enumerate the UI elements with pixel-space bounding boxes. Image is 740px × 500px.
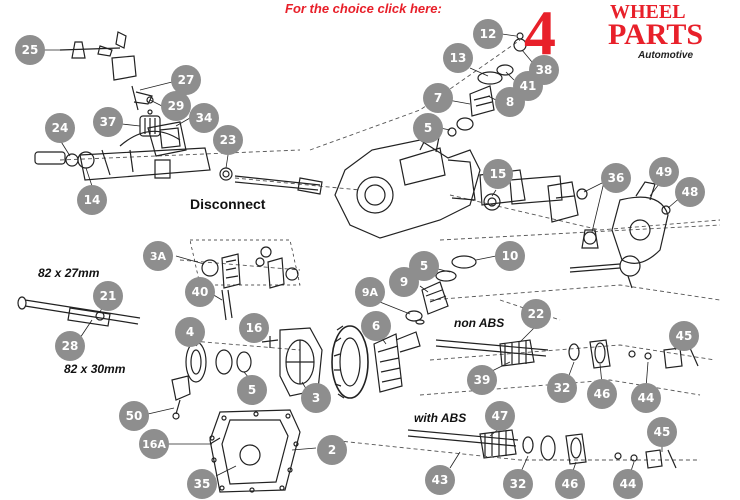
part-callout[interactable]: 39 — [467, 365, 497, 395]
part-callout[interactable]: 21 — [93, 281, 123, 311]
non-abs-label: non ABS — [454, 316, 505, 330]
logo-word-automotive: Automotive — [637, 50, 693, 61]
part-callout[interactable]: 35 — [187, 469, 217, 499]
part-callout[interactable]: 45 — [647, 417, 677, 447]
part-callout[interactable]: 25 — [15, 35, 45, 65]
part-callout[interactable]: 10 — [495, 241, 525, 271]
disconnect-label: Disconnect — [190, 196, 266, 212]
part-callout[interactable]: 49 — [649, 157, 679, 187]
part-callout[interactable]: 46 — [555, 469, 585, 499]
part-callout[interactable]: 27 — [171, 65, 201, 95]
with-abs-label: with ABS — [414, 411, 467, 425]
logo-number: 4 — [524, 0, 556, 62]
part-callout[interactable]: 9A — [355, 277, 385, 307]
part-callout[interactable]: 15 — [483, 159, 513, 189]
part-callout[interactable]: 8 — [495, 87, 525, 117]
part-callout[interactable]: 29 — [161, 91, 191, 121]
shaft-27-label: 82 x 27mm — [38, 266, 100, 280]
part-callout[interactable]: 16A — [139, 429, 169, 459]
part-callout[interactable]: 9 — [389, 267, 419, 297]
part-callout[interactable]: 36 — [601, 163, 631, 193]
part-callout[interactable]: 47 — [485, 401, 515, 431]
part-callout[interactable]: 46 — [587, 379, 617, 409]
part-callout[interactable]: 12 — [473, 19, 503, 49]
part-callout[interactable]: 6 — [361, 311, 391, 341]
logo-word-wheel: WHEEL — [610, 1, 686, 23]
part-callout[interactable]: 32 — [503, 469, 533, 499]
part-callout[interactable]: 23 — [213, 125, 243, 155]
part-callout[interactable]: 2 — [317, 435, 347, 465]
part-callout[interactable]: 28 — [55, 331, 85, 361]
part-callout[interactable]: 48 — [675, 177, 705, 207]
part-callout[interactable]: 22 — [521, 299, 551, 329]
part-callout[interactable]: 34 — [189, 103, 219, 133]
part-callout[interactable]: 38 — [529, 55, 559, 85]
part-callout[interactable]: 32 — [547, 373, 577, 403]
choice-prompt[interactable]: For the choice click here: — [285, 1, 442, 16]
brand-logo[interactable]: 4 WHEEL PARTS Automotive — [520, 0, 738, 62]
part-callout[interactable]: 44 — [631, 383, 661, 413]
part-callout[interactable]: 45 — [669, 321, 699, 351]
part-callout[interactable]: 7 — [423, 83, 453, 113]
part-callout[interactable]: 43 — [425, 465, 455, 495]
part-callout[interactable]: 13 — [443, 43, 473, 73]
part-callout[interactable]: 37 — [93, 107, 123, 137]
part-callout[interactable]: 50 — [119, 401, 149, 431]
part-callout[interactable]: 44 — [613, 469, 643, 499]
part-callout[interactable]: 3A — [143, 241, 173, 271]
part-callout[interactable]: 24 — [45, 113, 75, 143]
part-callout[interactable]: 14 — [77, 185, 107, 215]
logo-graphic: 4 WHEEL PARTS Automotive — [524, 0, 703, 62]
part-callout[interactable]: 5 — [237, 375, 267, 405]
part-callout[interactable]: 40 — [185, 277, 215, 307]
logo-word-parts: PARTS — [608, 18, 703, 51]
part-callout[interactable]: 3 — [301, 383, 331, 413]
part-callout[interactable]: 16 — [239, 313, 269, 343]
shaft-30-label: 82 x 30mm — [64, 362, 126, 376]
part-callout[interactable]: 4 — [175, 317, 205, 347]
part-callout[interactable]: 5 — [413, 113, 443, 143]
